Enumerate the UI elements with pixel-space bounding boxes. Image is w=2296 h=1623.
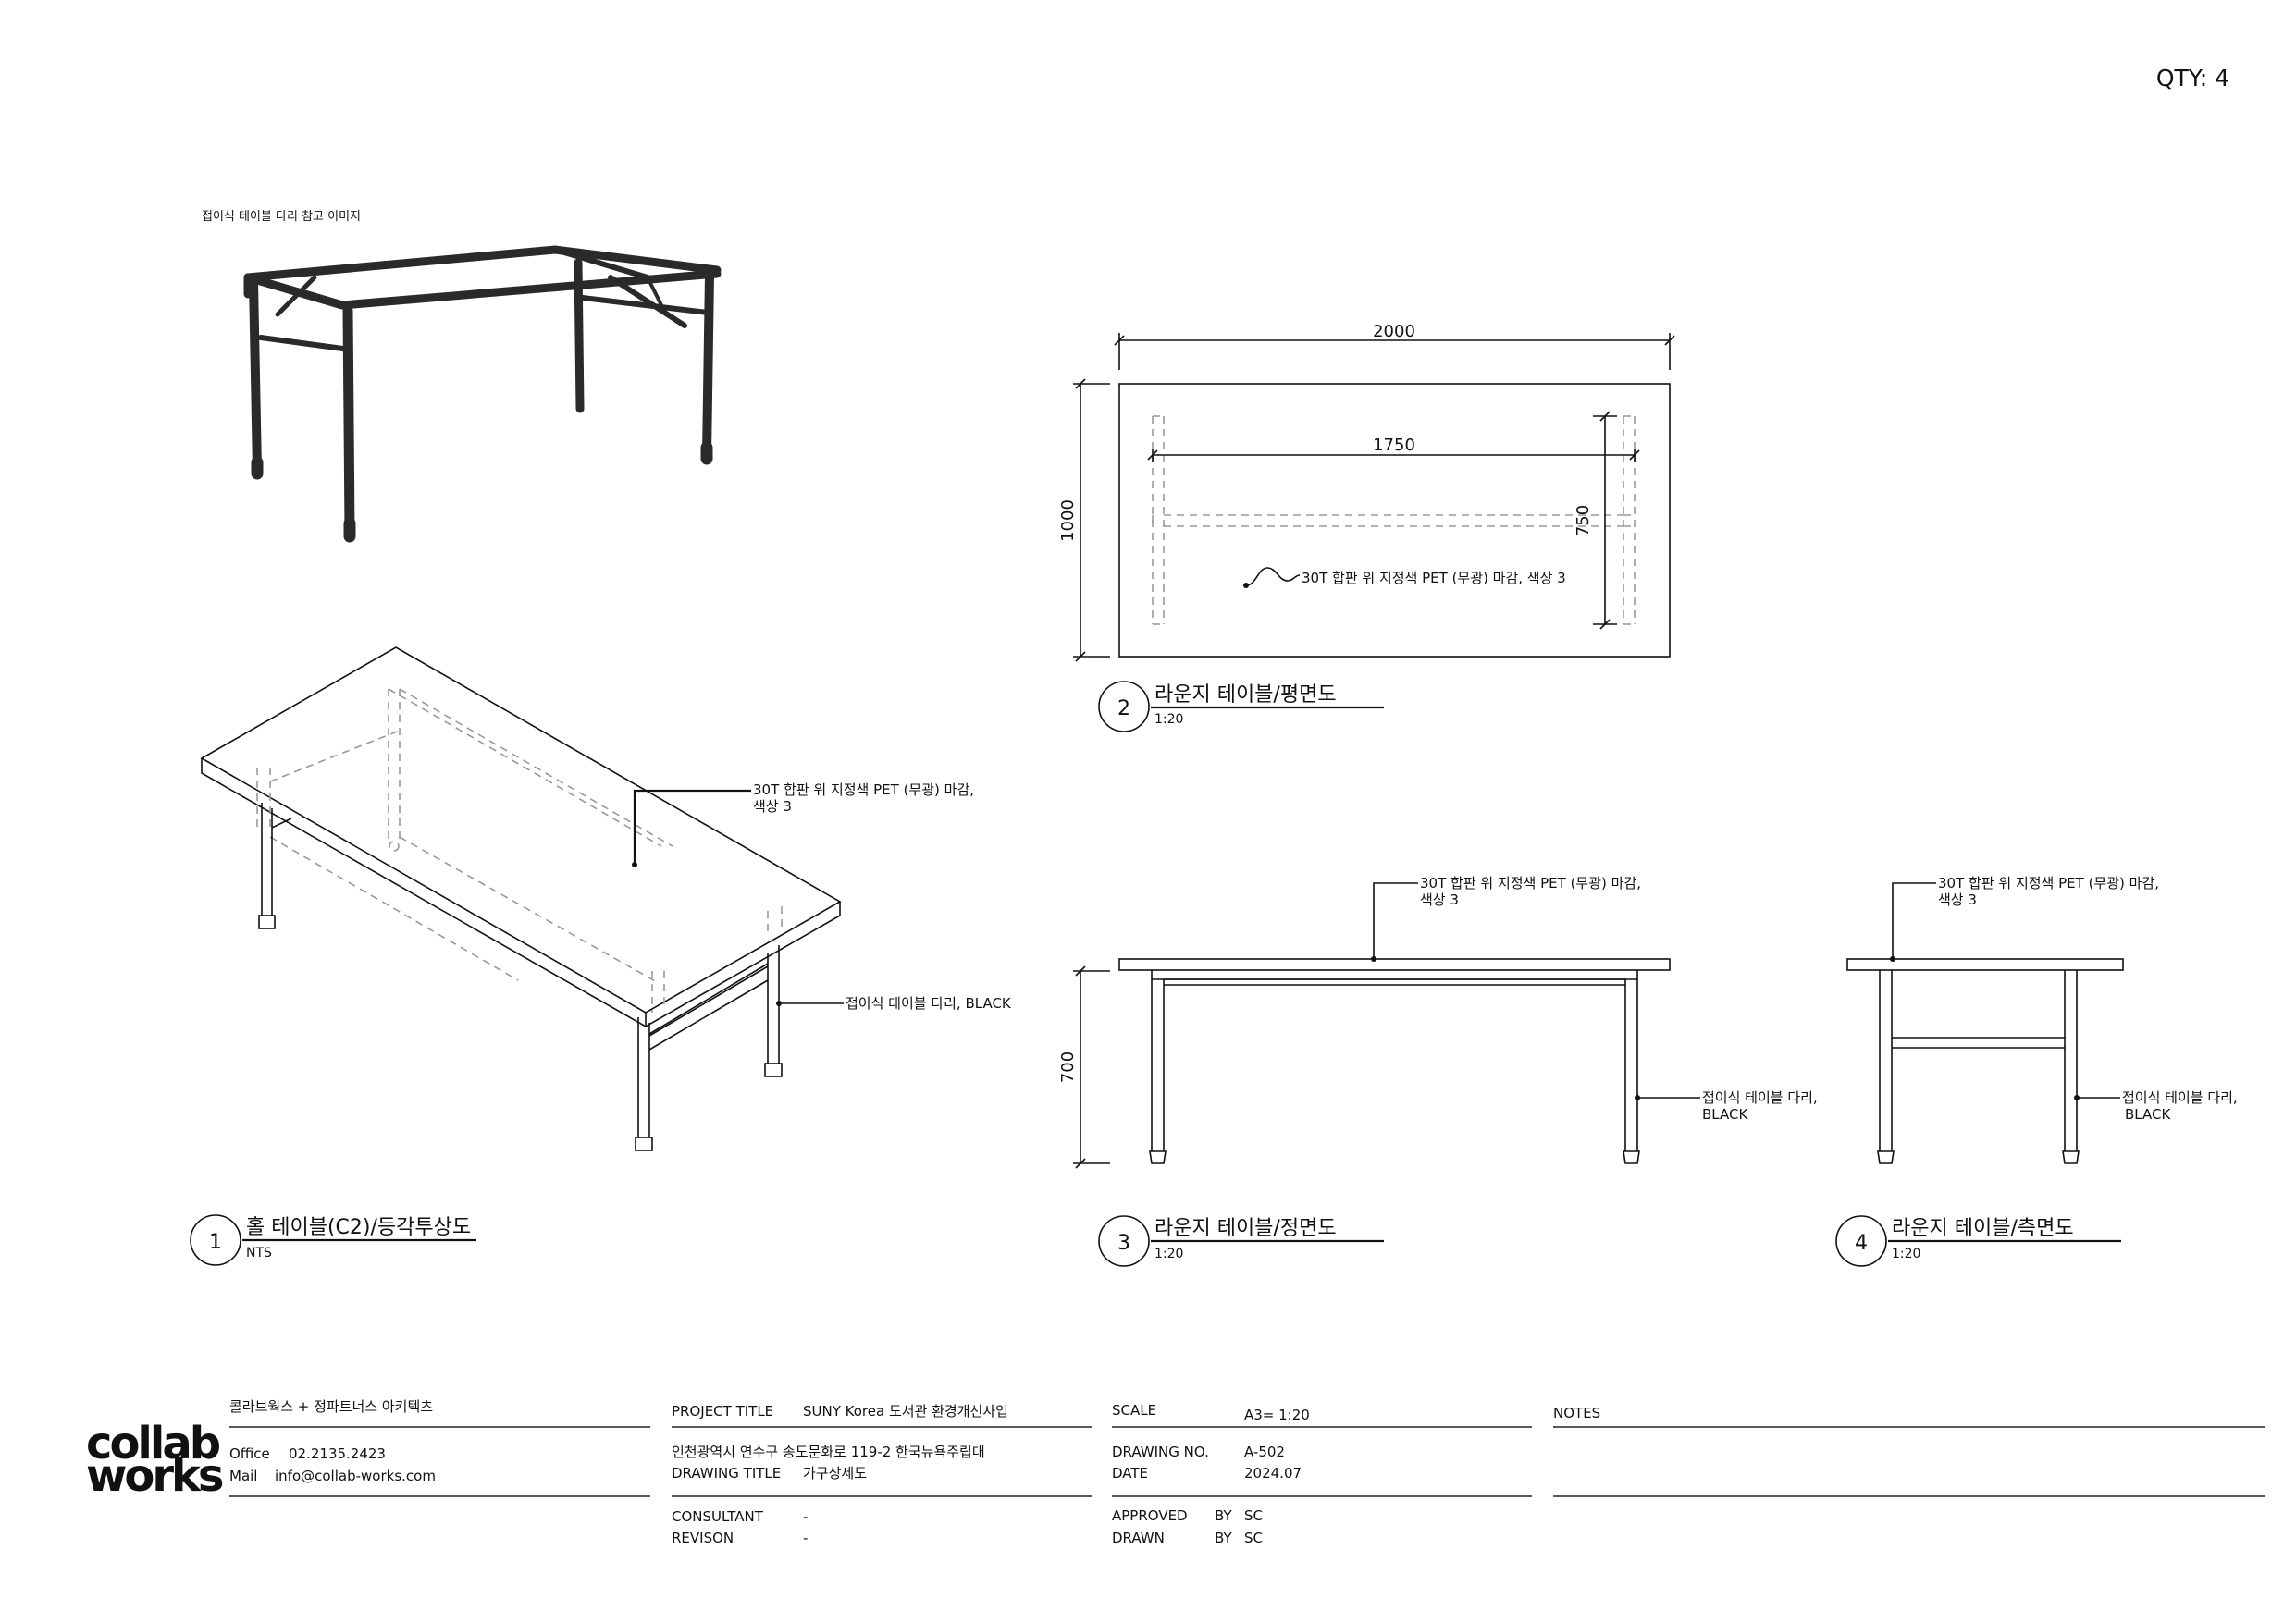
- front-dim-height: 700: [1058, 1051, 1078, 1083]
- side-note-leg-line1: 접이식 테이블 다리,: [2122, 1089, 2238, 1106]
- side-note-top-line2: 색상 3: [1938, 891, 1977, 908]
- view-number-2: 2: [1117, 697, 1130, 720]
- revision-label: REVISON: [672, 1530, 734, 1546]
- iso-note-top-line1: 30T 합판 위 지정색 PET (무광) 마감,: [753, 781, 974, 798]
- plan-dim-depth: 1000: [1058, 499, 1078, 542]
- consultant-label: CONSULTANT: [672, 1508, 764, 1525]
- scale-value: A3= 1:20: [1244, 1407, 1310, 1423]
- quantity-label: QTY: 4: [2156, 65, 2229, 92]
- view-scale-3: 1:20: [1154, 1247, 1183, 1261]
- view-scale-4: 1:20: [1892, 1247, 1920, 1261]
- office-label: Office: [229, 1445, 270, 1462]
- revision-value: -: [803, 1530, 808, 1546]
- reference-caption: 접이식 테이블 다리 참고 이미지: [202, 210, 361, 224]
- drawing-no-value: A-502: [1244, 1444, 1285, 1460]
- view-scale-2: 1:20: [1154, 712, 1183, 727]
- project-title-value: SUNY Korea 도서관 환경개선사업: [803, 1403, 1008, 1420]
- view-title-2: 2 라운지 테이블/평면도 1:20: [1098, 681, 1384, 732]
- side-note-leg-line2: BLACK: [2125, 1106, 2171, 1123]
- plan-dim-inner-depth: 750: [1574, 505, 1593, 536]
- approved-value: SC: [1244, 1507, 1263, 1524]
- view-scale-1: NTS: [246, 1246, 272, 1260]
- view-title-1: 1 홀 테이블(C2)/등각투상도 NTS: [190, 1214, 476, 1266]
- company-logo-line1: collab: [86, 1418, 220, 1469]
- approved-label: APPROVED: [1112, 1507, 1188, 1524]
- scale-label: SCALE: [1112, 1402, 1156, 1419]
- view-title-3: 3 라운지 테이블/정면도 1:20: [1098, 1215, 1384, 1267]
- front-note-leg-line2: BLACK: [1702, 1106, 1748, 1123]
- title-block: collab works 콜라브웍스 + 정파트너스 아키텍츠 Office 0…: [86, 1398, 2265, 1546]
- view-title-2-text: 라운지 테이블/평면도: [1154, 683, 1337, 707]
- project-address: 인천광역시 연수구 송도문화로 119-2 한국뉴욕주립대: [672, 1444, 985, 1460]
- notes-label: NOTES: [1553, 1405, 1600, 1421]
- drawing-title-label: DRAWING TITLE: [672, 1465, 781, 1482]
- drawn-label: DRAWN: [1112, 1530, 1165, 1546]
- front-note-top-line1: 30T 합판 위 지정색 PET (무광) 마감,: [1420, 875, 1641, 891]
- firm-name: 콜라브웍스 + 정파트너스 아키텍츠: [229, 1398, 433, 1415]
- iso-note-top-line2: 색상 3: [753, 798, 792, 815]
- office-phone: 02.2135.2423: [289, 1445, 386, 1462]
- mail-address: info@collab-works.com: [275, 1468, 436, 1484]
- plan-view: 2000 1000 1750 750 30T 합판 위 지정색 PET (무광)…: [1058, 322, 1675, 662]
- isometric-view: 30T 합판 위 지정색 PET (무광) 마감, 색상 3 접이식 테이블 다…: [200, 646, 1012, 1151]
- approved-by: BY: [1215, 1507, 1232, 1524]
- company-logo-line2: works: [86, 1450, 223, 1502]
- side-view: 30T 합판 위 지정색 PET (무광) 마감, 색상 3 접이식 테이블 다…: [1846, 875, 2238, 1164]
- plan-dim-inner: 1750: [1373, 436, 1415, 455]
- front-view: 700 30T 합판 위 지정색 PET (무광) 마감, 색상 3 접이식 테…: [1058, 875, 1818, 1169]
- view-title-3-text: 라운지 테이블/정면도: [1154, 1217, 1337, 1240]
- plan-note: 30T 합판 위 지정색 PET (무광) 마감, 색상 3: [1302, 570, 1566, 586]
- side-note-top-line1: 30T 합판 위 지정색 PET (무광) 마감,: [1938, 875, 2159, 891]
- mail-label: Mail: [229, 1468, 257, 1484]
- drawing-title-value: 가구상세도: [803, 1465, 867, 1482]
- front-note-leg-line1: 접이식 테이블 다리,: [1702, 1089, 1818, 1106]
- view-number-4: 4: [1855, 1232, 1868, 1255]
- consultant-value: -: [803, 1508, 808, 1525]
- project-title-label: PROJECT TITLE: [672, 1403, 773, 1420]
- view-title-4: 4 라운지 테이블/측면도 1:20: [1835, 1215, 2121, 1267]
- view-title-4-text: 라운지 테이블/측면도: [1892, 1217, 2074, 1240]
- view-number-1: 1: [209, 1231, 222, 1254]
- reference-photo-folding-legs: [243, 245, 722, 543]
- date-label: DATE: [1112, 1465, 1148, 1482]
- drawn-by: BY: [1215, 1530, 1232, 1546]
- date-value: 2024.07: [1244, 1465, 1302, 1482]
- drawing-no-label: DRAWING NO.: [1112, 1444, 1209, 1460]
- iso-note-leg: 접이식 테이블 다리, BLACK: [846, 995, 1012, 1012]
- plan-dim-width: 2000: [1373, 322, 1415, 341]
- drawn-value: SC: [1244, 1530, 1263, 1546]
- view-title-1-text: 홀 테이블(C2)/등각투상도: [246, 1216, 471, 1239]
- front-note-top-line2: 색상 3: [1420, 891, 1459, 908]
- view-number-3: 3: [1117, 1232, 1130, 1255]
